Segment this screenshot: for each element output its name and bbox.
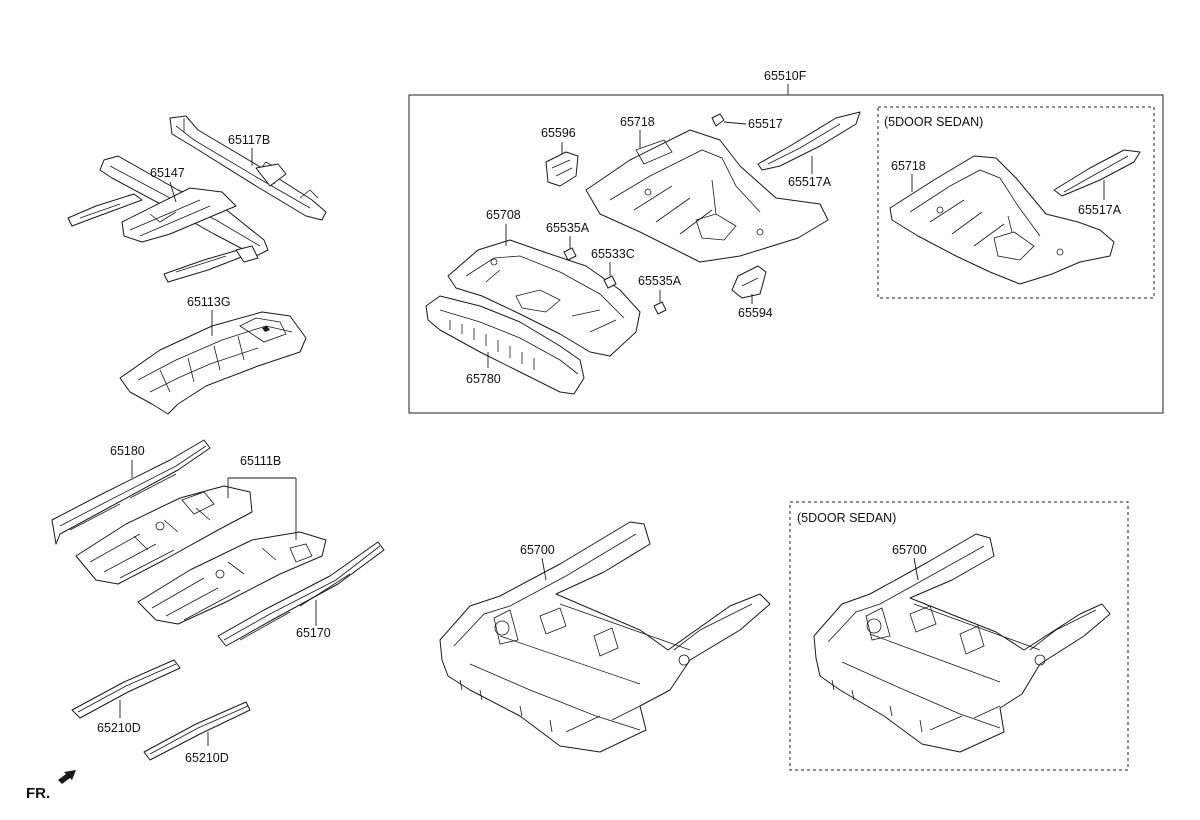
part-65517-clip[interactable]: [711, 113, 725, 127]
part-65718-rear-floor[interactable]: [585, 129, 829, 263]
leader-65147: [169, 181, 177, 203]
label-65113G: 65113G: [187, 295, 231, 309]
part-65113G-center-floor[interactable]: [119, 311, 307, 415]
variant-box-top: [877, 106, 1155, 299]
label-65594: 65594: [738, 306, 773, 320]
label-65210D-b: 65210D: [185, 751, 229, 765]
label-65517: 65517: [748, 117, 783, 131]
label-65533C: 65533C: [591, 247, 635, 261]
part-65180-side-member[interactable]: [51, 439, 211, 545]
leader-65111B: [227, 477, 297, 540]
part-65517A-rail-5door[interactable]: [1053, 149, 1141, 197]
label-65718: 65718: [620, 115, 655, 129]
part-65700-rear-frame-5door[interactable]: [813, 533, 1111, 753]
part-65111B-front-floor[interactable]: [75, 485, 327, 625]
variant-box-bottom: [789, 501, 1129, 771]
label-65210D-a: 65210D: [97, 721, 141, 735]
part-65210D-rail-a[interactable]: [71, 659, 181, 719]
assembly-box-65510F: [408, 94, 1164, 414]
leader-65700: [541, 557, 547, 581]
label-65117B: 65117B: [228, 133, 270, 147]
label-65517A-5door: 65517A: [1078, 203, 1122, 217]
label-65111B: 65111B: [240, 454, 281, 468]
label-65535A-b: 65535A: [638, 274, 682, 288]
leader-65517: [723, 121, 747, 125]
variant-label-top: (5DOOR SEDAN): [884, 115, 983, 129]
label-65718-5door: 65718: [891, 159, 926, 173]
part-65535A-clip-a[interactable]: [563, 247, 577, 261]
label-65510F: 65510F: [764, 69, 807, 83]
part-65117B-crossmember[interactable]: [169, 115, 327, 221]
part-65210D-rail-b[interactable]: [143, 701, 251, 761]
part-65170-side-member[interactable]: [217, 541, 385, 647]
front-arrow-icon: [58, 770, 76, 784]
label-65517A: 65517A: [788, 175, 832, 189]
label-65708: 65708: [486, 208, 521, 222]
label-65170: 65170: [296, 626, 331, 640]
variant-label-bottom: (5DOOR SEDAN): [797, 511, 896, 525]
part-65147-crossmember[interactable]: [67, 155, 269, 283]
label-65147: 65147: [150, 166, 185, 180]
part-65596-bracket[interactable]: [545, 151, 579, 187]
label-65780: 65780: [466, 372, 501, 386]
part-65780-rear-panel[interactable]: [425, 295, 585, 395]
label-65596: 65596: [541, 126, 576, 140]
part-65535A-clip-b[interactable]: [653, 301, 667, 315]
part-65533C-clip[interactable]: [603, 275, 617, 289]
direction-label: FR.: [26, 785, 50, 802]
label-65700-5door: 65700: [892, 543, 927, 557]
part-65708-rear-floor-front[interactable]: [447, 239, 641, 357]
label-65535A-a: 65535A: [546, 221, 590, 235]
leader-65700-5door: [913, 557, 919, 581]
part-65517A-rail[interactable]: [757, 111, 861, 171]
part-65718-rear-floor-5door[interactable]: [889, 155, 1115, 285]
label-65180: 65180: [110, 444, 145, 458]
label-65700: 65700: [520, 543, 555, 557]
part-65700-rear-frame[interactable]: [439, 521, 771, 753]
part-65594-bracket[interactable]: [731, 265, 767, 299]
